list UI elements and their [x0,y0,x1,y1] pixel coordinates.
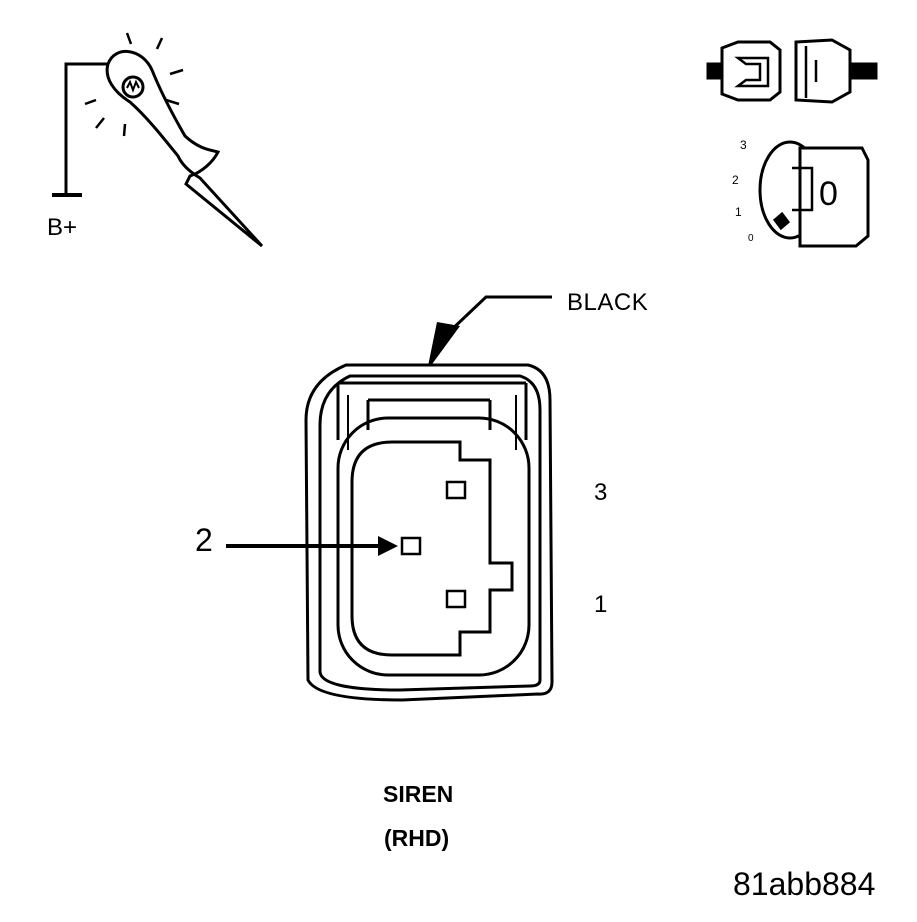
component-subtitle: (RHD) [384,825,450,851]
pin-1-label: 1 [594,591,608,618]
test-light-icon [52,32,264,248]
supply-label: B+ [47,214,78,241]
key-position-2-label: 2 [732,173,739,187]
connector-color-label: BLACK [567,289,649,316]
key-position-0-label: 0 [748,233,754,244]
key-current-position: 0 [819,175,838,213]
pin-3-label: 3 [594,479,608,506]
disconnected-connector-icon [706,38,878,104]
color-callout-arrow [427,295,552,371]
component-title: SIREN [383,781,454,807]
ignition-switch-icon [758,140,870,248]
connector-face [304,363,554,702]
key-position-3-label: 3 [740,138,747,152]
pin-2-pointer [226,536,398,556]
figure-id: 81abb884 [733,866,876,902]
key-position-1-label: 1 [735,205,742,219]
pin-2-label: 2 [195,522,213,558]
